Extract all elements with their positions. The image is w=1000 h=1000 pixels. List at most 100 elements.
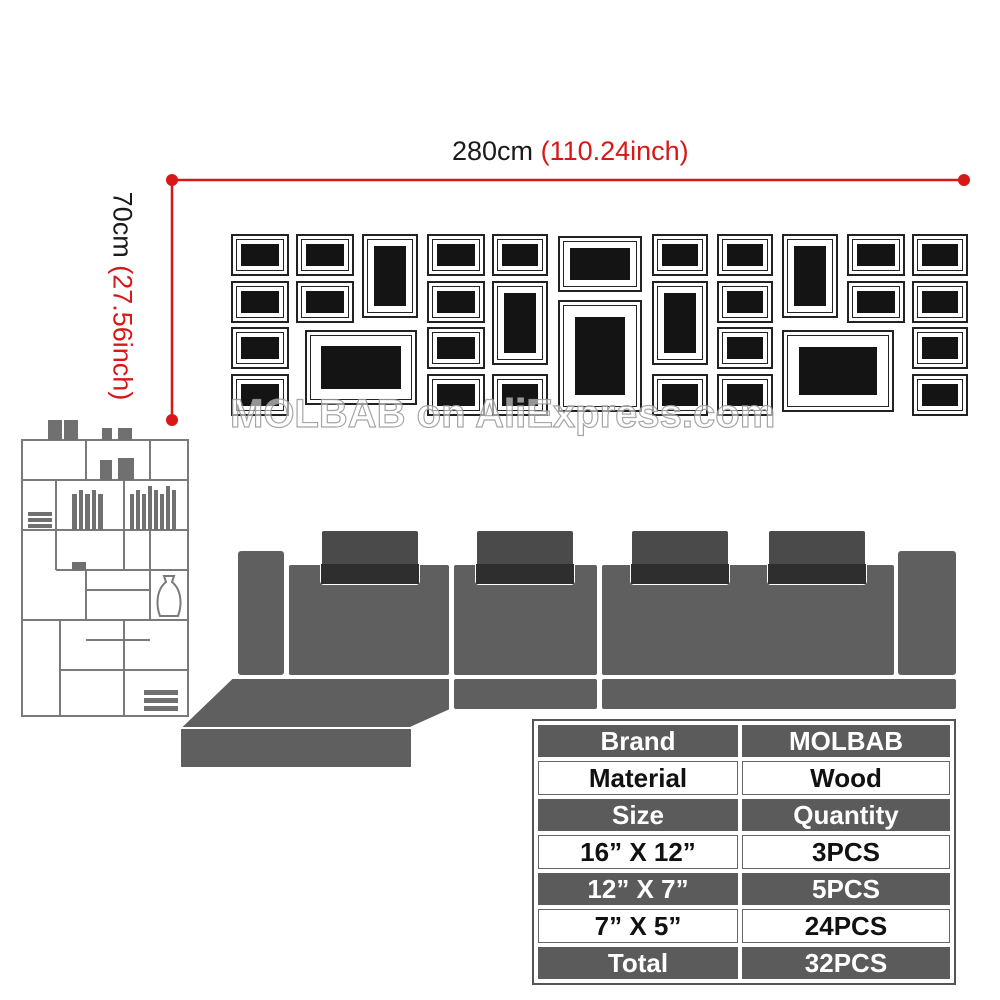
- photo-frame: [652, 234, 708, 276]
- book: [98, 494, 103, 530]
- book: [72, 494, 77, 530]
- photo-frame: [231, 234, 289, 276]
- frame-picture-area: [727, 244, 763, 266]
- frame-picture-area: [437, 337, 475, 359]
- photo-frame: [231, 327, 289, 369]
- frame-picture-area: [664, 293, 696, 353]
- photo-frame: [912, 281, 968, 323]
- sofa-armrest-right: [896, 549, 958, 677]
- photo-frame: [717, 374, 773, 416]
- width-dimension-label: 280cm (110.24inch): [452, 136, 689, 167]
- spec-row-brand: Brand MOLBAB: [538, 725, 950, 757]
- spec-table: Brand MOLBAB Material Wood Size Quantity…: [532, 719, 956, 985]
- photo-frame: [296, 234, 354, 276]
- pot: [118, 428, 132, 440]
- sofa-cushion-overlap: [631, 564, 729, 584]
- frame-picture-area: [241, 291, 279, 313]
- spec-label: 7” X 5”: [538, 909, 738, 943]
- width-inch-text: (110.24inch): [540, 136, 689, 166]
- photo-frame: [717, 327, 773, 369]
- spec-value: 3PCS: [742, 835, 950, 869]
- sofa-chaise-front: [179, 727, 413, 769]
- frame-picture-area: [437, 384, 475, 406]
- frame-picture-area: [570, 248, 630, 280]
- sofa-seat: [452, 677, 599, 711]
- frame-picture-area: [727, 384, 763, 406]
- vase-outline: [156, 575, 182, 617]
- frame-picture-area: [922, 244, 958, 266]
- sofa-cushion-overlap: [476, 564, 574, 584]
- photo-frame: [492, 281, 548, 365]
- frame-picture-area: [857, 244, 895, 266]
- sofa-back-section: [600, 563, 896, 677]
- frame-picture-area: [662, 244, 698, 266]
- frame-picture-area: [504, 293, 536, 353]
- spec-row-size-header: Size Quantity: [538, 799, 950, 831]
- photo-frame: [912, 234, 968, 276]
- frame-picture-area: [437, 244, 475, 266]
- photo-frame: [427, 374, 485, 416]
- spec-row-medium-frame: 12” X 7” 5PCS: [538, 873, 950, 905]
- frame-picture-area: [437, 291, 475, 313]
- photo-frame: [305, 330, 417, 405]
- frame-picture-area: [922, 291, 958, 313]
- photo-frame: [492, 374, 548, 416]
- photo-frame: [652, 281, 708, 365]
- frame-picture-area: [922, 384, 958, 406]
- pot: [64, 420, 78, 440]
- photo-frame: [362, 234, 418, 318]
- pot: [100, 460, 112, 480]
- spec-label: Brand: [538, 725, 738, 757]
- book: [136, 490, 140, 530]
- photo-frame: [782, 330, 894, 412]
- book: [148, 486, 152, 530]
- spec-value: Quantity: [742, 799, 950, 831]
- stacked-books: [28, 512, 52, 516]
- spec-value: MOLBAB: [742, 725, 950, 757]
- frame-picture-area: [241, 244, 279, 266]
- spec-label: Size: [538, 799, 738, 831]
- spec-value: 32PCS: [742, 947, 950, 979]
- photo-frame: [558, 236, 642, 292]
- photo-frame: [717, 281, 773, 323]
- frame-picture-area: [306, 291, 344, 313]
- stacked-books: [144, 698, 178, 703]
- spec-value: 5PCS: [742, 873, 950, 905]
- book: [92, 490, 96, 530]
- book: [172, 490, 176, 530]
- spec-label: 16” X 12”: [538, 835, 738, 869]
- frame-picture-area: [374, 246, 406, 306]
- photo-frame: [231, 281, 289, 323]
- photo-frame: [717, 234, 773, 276]
- spec-label: 12” X 7”: [538, 873, 738, 905]
- watermark-text: MOLBAB on AliExpress.com: [229, 391, 776, 436]
- photo-frame: [912, 374, 968, 416]
- frame-picture-area: [306, 244, 344, 266]
- book: [160, 494, 164, 530]
- frame-picture-area: [241, 384, 279, 406]
- stacked-books: [28, 518, 52, 522]
- photo-frame: [427, 281, 485, 323]
- photo-frame: [847, 281, 905, 323]
- pot: [118, 458, 134, 480]
- sofa-seat: [600, 677, 958, 711]
- frame-picture-area: [727, 337, 763, 359]
- photo-frame: [847, 234, 905, 276]
- photo-frame: [296, 281, 354, 323]
- pot: [102, 428, 112, 440]
- photo-frame: [231, 374, 289, 416]
- frame-picture-area: [241, 337, 279, 359]
- spec-row-large-frame: 16” X 12” 3PCS: [538, 835, 950, 869]
- frame-picture-area: [575, 317, 625, 395]
- sofa-cushion-overlap: [321, 564, 419, 584]
- spec-value: Wood: [742, 761, 950, 795]
- photo-frame: [652, 374, 708, 416]
- frame-picture-area: [799, 347, 877, 395]
- spec-label: Material: [538, 761, 738, 795]
- stacked-books: [144, 706, 178, 711]
- photo-frame: [558, 300, 642, 412]
- stacked-books: [144, 690, 178, 695]
- photo-frame: [492, 234, 548, 276]
- spec-label: Total: [538, 947, 738, 979]
